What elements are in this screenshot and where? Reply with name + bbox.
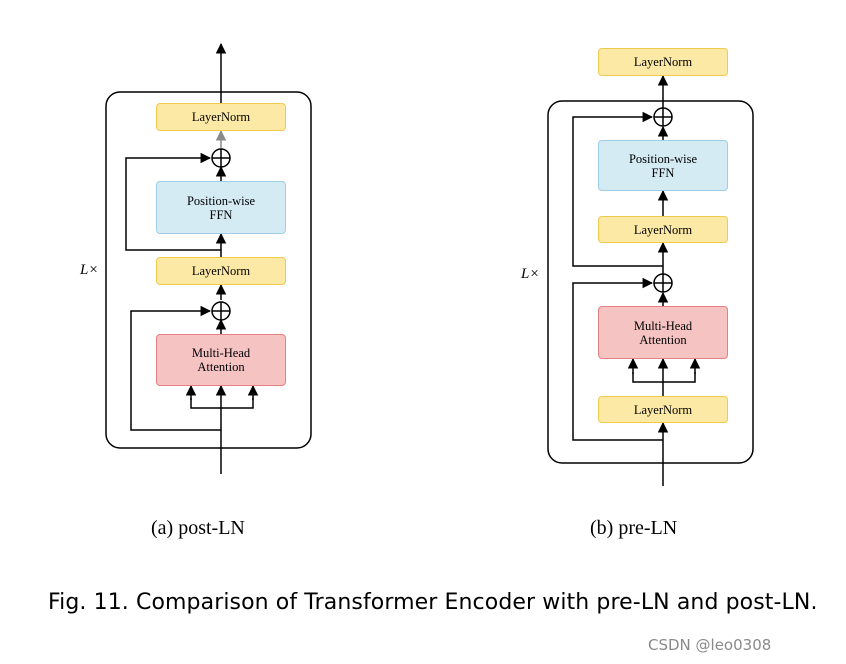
- post-ln-mid-layernorm-label: LayerNorm: [191, 264, 251, 278]
- post-ln-encoder-block: [105, 91, 312, 449]
- pre-ln-ffn-layernorm: LayerNorm: [598, 216, 728, 243]
- post-ln-ffn-label-2: FFN: [209, 207, 233, 222]
- post-ln-mha-label-1: Multi-Head: [191, 346, 251, 360]
- pre-ln-ffn-layernorm-label: LayerNorm: [633, 222, 693, 237]
- pre-ln-encoder-block: [547, 100, 754, 464]
- post-ln-top-layernorm-label: LayerNorm: [191, 110, 251, 124]
- pre-ln-ffn-label-1: Position-wise: [628, 151, 698, 166]
- post-ln-mha-label-2: Attention: [197, 360, 245, 374]
- figure-caption: Fig. 11. Comparison of Transformer Encod…: [48, 590, 818, 615]
- pre-ln-final-layernorm: LayerNorm: [598, 48, 728, 76]
- post-ln-mid-layernorm: LayerNorm: [156, 257, 286, 285]
- pre-ln-attn-layernorm: LayerNorm: [598, 396, 728, 423]
- post-ln-caption: (a) post-LN: [151, 517, 245, 539]
- post-ln-ffn-box: Position-wise FFN: [156, 181, 286, 234]
- post-ln-repeat-label: L×: [80, 262, 99, 278]
- watermark: CSDN @leo0308: [648, 636, 772, 654]
- post-ln-top-layernorm: LayerNorm: [156, 103, 286, 131]
- pre-ln-repeat-label: L×: [521, 266, 540, 282]
- pre-ln-mha-box: Multi-Head Attention: [598, 306, 728, 359]
- pre-ln-ffn-label-2: FFN: [651, 165, 675, 180]
- pre-ln-mha-label-2: Attention: [639, 332, 687, 347]
- pre-ln-ffn-box: Position-wise FFN: [598, 140, 728, 191]
- post-ln-ffn-label-1: Position-wise: [186, 193, 256, 208]
- pre-ln-mha-label-1: Multi-Head: [633, 318, 693, 333]
- pre-ln-final-layernorm-label: LayerNorm: [633, 55, 693, 69]
- post-ln-mha-box: Multi-Head Attention: [156, 334, 286, 386]
- pre-ln-attn-layernorm-label: LayerNorm: [633, 402, 693, 417]
- pre-ln-caption: (b) pre-LN: [590, 517, 678, 539]
